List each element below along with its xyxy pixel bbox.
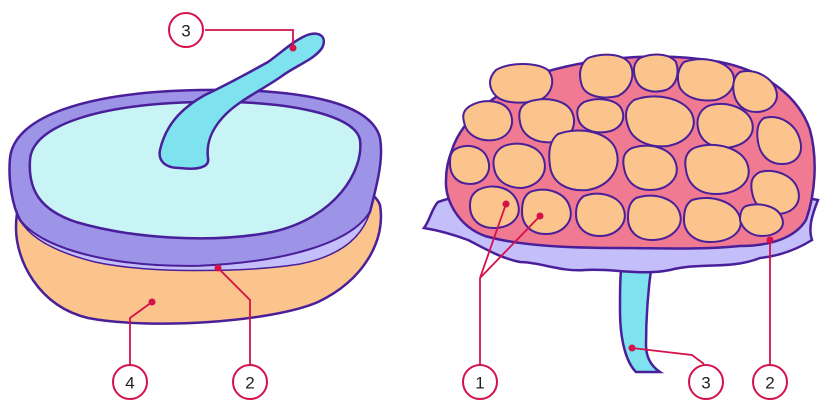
cotyledon xyxy=(685,145,748,194)
cotyledon xyxy=(740,205,783,237)
cotyledon xyxy=(576,194,625,236)
leader-dot xyxy=(629,345,636,352)
callout-membrane-right: 2 xyxy=(753,365,787,399)
cotyledon xyxy=(678,59,734,100)
placenta-fetal-view xyxy=(9,34,381,324)
callout-label: 3 xyxy=(181,22,190,41)
callout-membrane-left: 2 xyxy=(233,365,267,399)
callout-cotyledons: 1 xyxy=(463,365,497,399)
cotyledon xyxy=(549,131,617,191)
leader-dot xyxy=(537,213,544,220)
cotyledon xyxy=(580,55,632,98)
cotyledon xyxy=(463,101,512,140)
callout-label: 2 xyxy=(765,374,774,393)
leader-dot xyxy=(503,201,510,208)
leader-dot xyxy=(215,265,222,272)
cotyledon xyxy=(733,71,777,112)
cotyledon xyxy=(493,144,544,188)
cotyledon xyxy=(628,196,681,240)
cotyledon xyxy=(470,186,519,228)
cotyledon xyxy=(634,55,678,92)
cotyledon xyxy=(490,64,552,103)
callout-maternal-left: 4 xyxy=(113,365,147,399)
placenta-maternal-view xyxy=(424,55,818,372)
callout-label: 2 xyxy=(245,374,254,393)
callout-label: 1 xyxy=(475,374,484,393)
leader-line-cord-left xyxy=(205,30,293,48)
cotyledon xyxy=(577,99,623,132)
cotyledon xyxy=(450,146,489,184)
callout-label: 4 xyxy=(125,374,134,393)
cotyledon xyxy=(623,146,676,190)
leader-dot xyxy=(767,237,774,244)
leader-dot xyxy=(149,299,156,306)
callout-label: 3 xyxy=(701,374,710,393)
callout-cord-left: 3 xyxy=(169,13,203,47)
leader-dot xyxy=(290,45,297,52)
cotyledon xyxy=(697,104,752,148)
callout-cord-right: 3 xyxy=(689,365,723,399)
cotyledon xyxy=(626,96,694,146)
umbilical-cord-right xyxy=(620,262,660,372)
